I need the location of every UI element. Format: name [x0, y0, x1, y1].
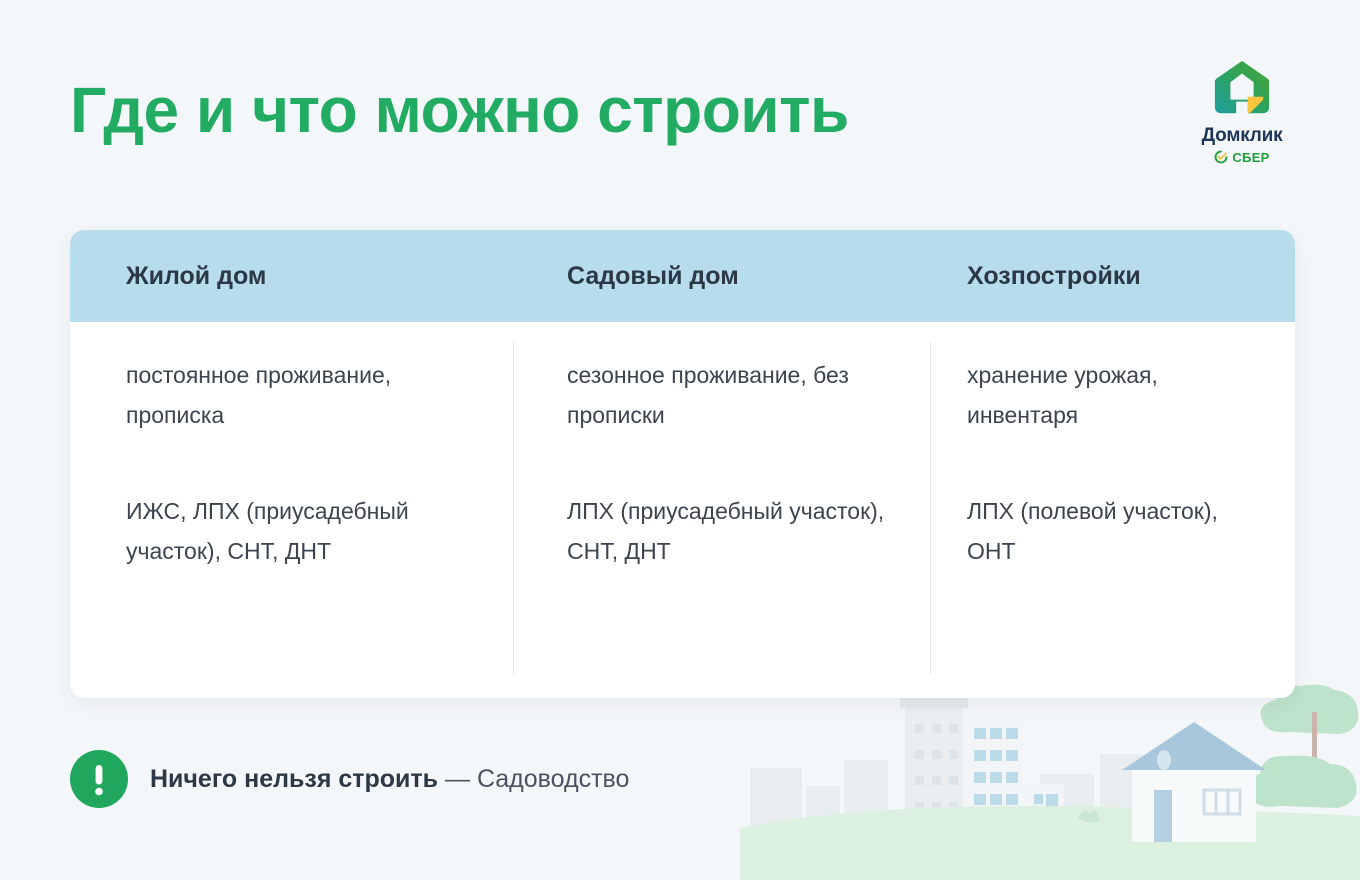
trees	[1247, 684, 1359, 808]
house	[1122, 722, 1266, 842]
column-header-sadovyy-dom: Садовый дом	[567, 261, 739, 290]
footnote-strong: Ничего нельзя строить	[150, 764, 439, 793]
page-title: Где и что можно строить	[70, 74, 849, 146]
table-body: постоянное проживание, прописка ИЖС, ЛПХ…	[70, 322, 1295, 675]
comparison-table: Жилой дом Садовый дом Хозпостройки посто…	[70, 230, 1295, 698]
footnote-separator: —	[438, 764, 477, 793]
brand-partner: СБЕР	[1214, 150, 1269, 164]
cell-land-types: ЛПХ (полевой участок), ОНТ	[967, 498, 1218, 564]
table-column-hozpostroyki: хранение урожая, инвентаря ЛПХ (полевой …	[930, 341, 1295, 675]
page-header: Где и что можно строить Домклик СБЕР	[0, 0, 1360, 210]
shrub	[1078, 810, 1100, 823]
domklik-house-logo-icon	[1214, 60, 1270, 114]
footnote-text: Ничего нельзя строить — Садоводство	[150, 764, 630, 793]
footnote: Ничего нельзя строить — Садоводство	[70, 750, 629, 808]
brand-name: Домклик	[1201, 125, 1283, 146]
distant-buildings	[750, 754, 1242, 838]
footnote-rest: Садоводство	[476, 764, 630, 793]
table-column-zhiloy-dom: постоянное проживание, прописка ИЖС, ЛПХ…	[70, 356, 513, 571]
small-building	[1026, 784, 1064, 838]
brand-logo: Домклик СБЕР	[1186, 58, 1298, 164]
table-header-row: Жилой дом Садовый дом Хозпостройки	[70, 230, 1295, 322]
column-header-hozpostroyki: Хозпостройки	[967, 261, 1141, 290]
sber-circle-icon	[1214, 150, 1228, 164]
cell-usage: хранение урожая, инвентаря	[967, 362, 1158, 428]
exclamation-circle-icon	[70, 750, 128, 808]
cell-land-types: ИЖС, ЛПХ (приусадебный участок), СНТ, ДН…	[126, 498, 409, 564]
cell-land-types: ЛПХ (приусадебный участок), СНТ, ДНТ	[567, 498, 885, 564]
table-column-sadovyy-dom: сезонное проживание, без прописки ЛПХ (п…	[513, 341, 930, 675]
green-hill	[740, 806, 1360, 880]
column-header-zhiloy-dom: Жилой дом	[126, 261, 267, 290]
tall-tower	[900, 698, 968, 838]
sber-label: СБЕР	[1232, 149, 1270, 165]
apartment-block	[966, 716, 1022, 838]
cell-usage: сезонное проживание, без прописки	[567, 362, 849, 428]
cell-usage: постоянное проживание, прописка	[126, 362, 392, 428]
